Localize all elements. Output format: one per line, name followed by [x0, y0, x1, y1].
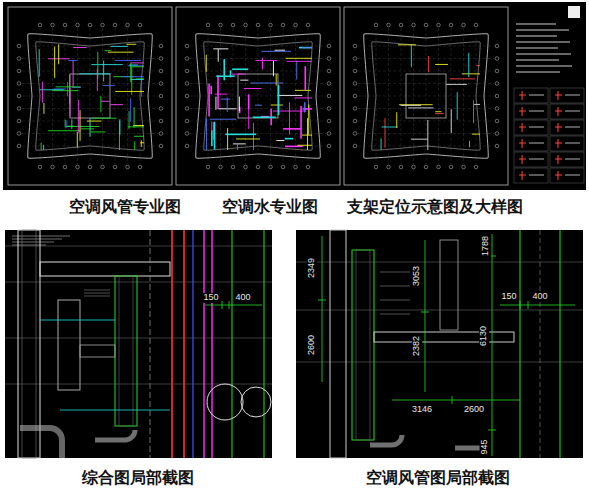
cad-panel	[3, 2, 586, 190]
dimension-number: 3053	[412, 265, 422, 287]
title-block	[514, 6, 584, 183]
drawing-panel: 空调水专业图	[176, 7, 340, 185]
floor-plan	[17, 23, 163, 169]
drawing-frame	[176, 7, 340, 185]
dimension-number: 2382	[412, 335, 422, 357]
drawing-frame	[344, 7, 508, 185]
dimension-number: 150	[500, 292, 517, 302]
dimension-number: 150	[202, 293, 219, 303]
drawing-panel: 支架定位示意图及大样图	[344, 7, 508, 185]
drawing-panel: 空调风管图局部截图	[296, 230, 583, 458]
drawing-frame	[8, 7, 172, 185]
dimension-number: 3146	[411, 405, 433, 415]
panel-caption: 支架定位示意图及大样图	[347, 197, 523, 216]
panel-caption: 空调风管图局部截图	[366, 468, 510, 487]
drawing-panel: 空调风管专业图	[8, 7, 172, 185]
panel-caption: 空调水专业图	[222, 197, 318, 216]
dimension-number: 2600	[307, 334, 317, 356]
panel-caption: 综合图局部截图	[82, 468, 194, 487]
dimension-number: 945	[480, 438, 490, 455]
floor-plan	[353, 23, 499, 169]
dimension-number: 2349	[307, 257, 317, 279]
drawing-panel: 综合图局部截图	[5, 230, 272, 458]
floor-plan	[185, 23, 331, 169]
duct-drawing-crop	[296, 230, 583, 458]
combined-drawing-crop	[5, 230, 272, 458]
dimension-number: 400	[531, 292, 548, 302]
dimension-number: 6130	[479, 325, 489, 347]
panel-caption: 空调风管专业图	[69, 197, 181, 216]
dimension-number: 400	[234, 293, 251, 303]
dimension-number: 1788	[481, 235, 491, 257]
dimension-number: 2600	[463, 405, 485, 415]
